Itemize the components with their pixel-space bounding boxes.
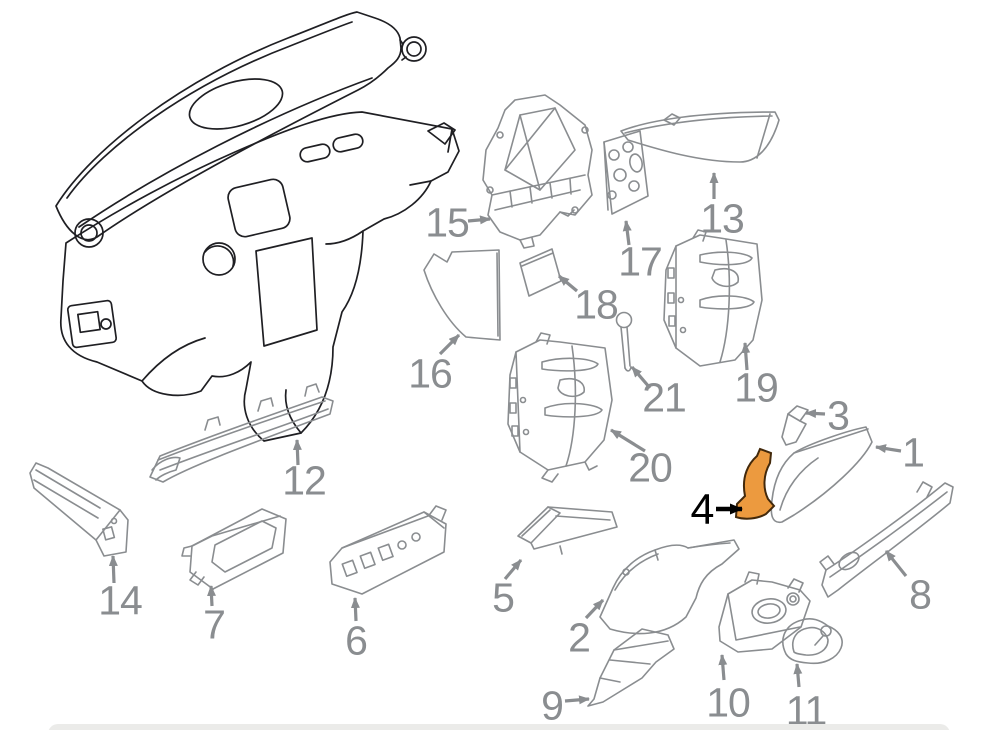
part-6-drawing	[329, 505, 447, 595]
part-15-drawing	[482, 94, 593, 249]
part-label-11: 11	[785, 687, 828, 730]
part-12-arrow	[292, 439, 302, 466]
part-5-arrow	[503, 558, 523, 581]
part-label-1: 1	[902, 429, 925, 476]
part-12-drawing	[149, 383, 334, 483]
footer-band	[48, 724, 950, 730]
main-assembly-drawing	[55, 11, 460, 442]
part-1-drawing	[770, 426, 873, 524]
part-label-3: 3	[827, 392, 850, 439]
part-label-8: 8	[909, 571, 932, 618]
part-7-drawing	[181, 508, 287, 598]
part-17-arrow	[622, 220, 632, 246]
part-18-arrow	[557, 274, 579, 293]
part-label-2: 2	[568, 614, 591, 661]
part-11-arrow	[793, 663, 803, 688]
part-4-drawing-highlighted	[734, 447, 776, 520]
part-label-12: 12	[282, 457, 327, 504]
part-label-20: 20	[628, 444, 673, 491]
part-label-7: 7	[203, 601, 226, 648]
part-13-drawing	[620, 111, 780, 163]
part-21-drawing	[615, 311, 633, 372]
part-19-arrow	[741, 342, 751, 371]
part-label-18: 18	[574, 281, 619, 328]
part-10-arrow	[718, 654, 728, 681]
part-label-21: 21	[642, 374, 687, 421]
part-3-arrow	[805, 409, 826, 419]
part-label-19: 19	[734, 364, 779, 411]
part-21-arrow	[630, 365, 652, 390]
part-14-drawing	[29, 462, 129, 557]
part-6-arrow	[350, 597, 360, 622]
part-2-drawing	[599, 539, 740, 635]
part-label-14: 14	[98, 577, 143, 624]
part-label-15: 15	[425, 199, 470, 246]
part-8-arrow	[884, 550, 908, 577]
part-label-4-highlighted: 4	[690, 485, 715, 534]
callout-arrows	[108, 172, 908, 705]
part-17-drawing	[603, 130, 649, 215]
part-19-drawing	[663, 229, 763, 367]
part-7-arrow	[207, 585, 216, 607]
part-11-drawing	[782, 618, 843, 665]
part-8-drawing	[819, 481, 954, 598]
part-20-drawing	[507, 332, 613, 483]
part-label-17: 17	[618, 238, 663, 285]
part-5-drawing	[517, 506, 618, 555]
part-10-drawing	[718, 571, 811, 653]
part-label-10: 10	[706, 679, 751, 726]
part-9-drawing	[587, 628, 675, 707]
part-label-13: 13	[700, 195, 745, 242]
part-20-arrow	[610, 428, 646, 453]
part-3-drawing	[781, 405, 809, 446]
part-label-5: 5	[492, 574, 515, 621]
part-2-arrow	[584, 598, 605, 620]
part-label-9: 9	[541, 682, 564, 729]
part-1-arrow	[875, 444, 902, 454]
part-label-6: 6	[345, 617, 368, 664]
part-16-drawing	[423, 249, 501, 341]
part-14-arrow	[108, 555, 118, 584]
part-15-arrow	[467, 215, 491, 225]
part-label-16: 16	[408, 350, 453, 397]
part-9-arrow	[564, 695, 590, 705]
part-16-arrow	[438, 333, 461, 356]
part-18-drawing	[519, 248, 562, 297]
